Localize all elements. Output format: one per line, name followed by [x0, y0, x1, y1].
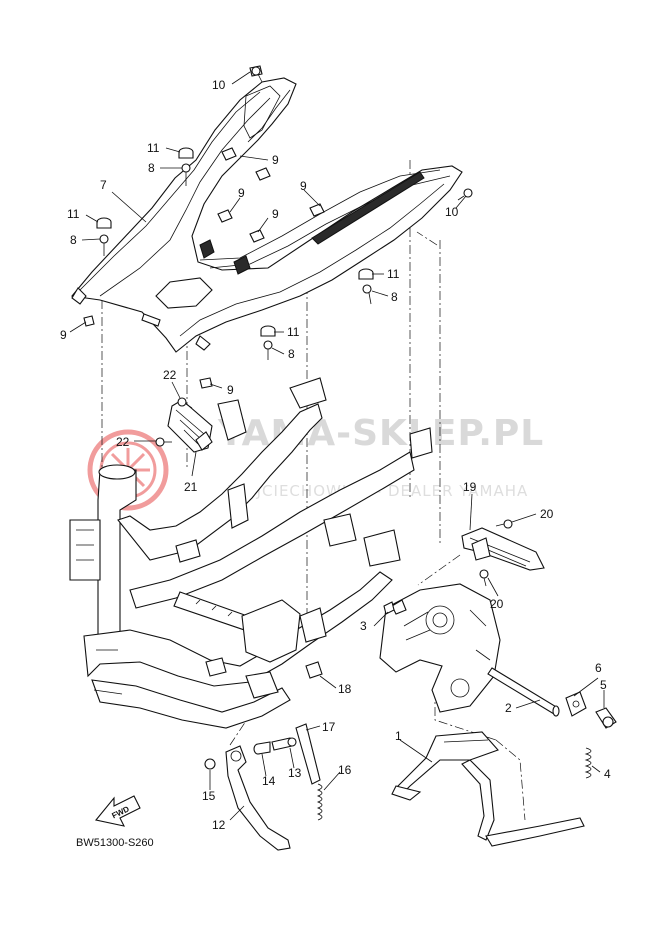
callout-label: 2 — [505, 701, 512, 715]
bolt-icon — [249, 65, 263, 83]
callout-label: 1 — [395, 729, 402, 743]
bolt-part-13 — [271, 737, 297, 751]
fasteners — [83, 65, 473, 389]
callout-label: 9 — [238, 186, 245, 200]
bolt-icon — [457, 188, 473, 201]
callout-label: 16 — [338, 763, 352, 777]
callout-label: 8 — [288, 347, 295, 361]
callout-label: 10 — [212, 78, 226, 92]
bolt-icon — [479, 519, 513, 587]
callout-label: 20 — [540, 507, 554, 521]
spring-part-16 — [316, 783, 323, 821]
grommet-icon — [96, 147, 374, 337]
bolt-part-5 — [595, 707, 617, 729]
spring-hook-part-6 — [565, 691, 587, 717]
forward-direction: FWD — [95, 795, 141, 827]
callout-label: 9 — [272, 207, 279, 221]
footrest-bracket-right-part-19 — [461, 519, 545, 587]
callout-label: 9 — [272, 153, 279, 167]
engine-outline — [379, 583, 501, 713]
stand-rod-part-17 — [295, 723, 321, 785]
callout-label: 20 — [490, 597, 504, 611]
callout-label: 22 — [163, 368, 177, 382]
floor-cover-part-7 — [70, 77, 463, 353]
screw-icon — [99, 163, 372, 360]
callout-label: 18 — [338, 682, 352, 696]
callout-label: 19 — [463, 480, 477, 494]
callout-label: 4 — [604, 767, 611, 781]
collar-part-14 — [253, 741, 271, 755]
callout-label: 17 — [322, 720, 336, 734]
callout-label: 15 — [202, 789, 216, 803]
callout-label: 11 — [287, 325, 300, 339]
callout-label: 21 — [184, 480, 198, 494]
callout-label: 5 — [600, 678, 607, 692]
main-stand-part-1 — [391, 731, 585, 847]
nut-part-15 — [204, 758, 216, 770]
bolt-icon — [155, 397, 193, 447]
callout-label: 8 — [391, 290, 398, 304]
callout-label: 9 — [227, 383, 234, 397]
diagram-code: BW51300-S260 — [76, 837, 154, 849]
callout-label: 8 — [148, 161, 155, 175]
callout-label: 11 — [387, 267, 400, 281]
callout-label: 6 — [595, 661, 602, 675]
callout-label: 22 — [116, 435, 130, 449]
callout-label: 3 — [360, 619, 367, 633]
callout-labels: 10 11 8 9 7 9 9 11 8 9 10 11 8 9 11 8 22… — [60, 78, 611, 832]
callout-label: 12 — [212, 818, 226, 832]
callout-label: 9 — [300, 179, 307, 193]
bracket-part-18 — [305, 661, 323, 679]
callout-leaders — [69, 71, 605, 821]
stand-shaft-part-2 — [487, 667, 560, 717]
main-frame — [69, 377, 433, 729]
callout-label: 11 — [67, 207, 80, 221]
spring-part-4 — [584, 747, 592, 779]
callout-label: 13 — [288, 766, 302, 780]
side-stand-part-12 — [225, 745, 291, 851]
footrest-bracket-left-part-21 — [155, 397, 213, 453]
callout-label: 9 — [60, 328, 67, 342]
callout-label: 11 — [147, 141, 160, 155]
callout-label: 8 — [70, 233, 77, 247]
fwd-arrow-icon — [95, 795, 141, 827]
callout-label: 14 — [262, 774, 276, 788]
callout-label: 10 — [445, 205, 459, 219]
clip-part-3 — [383, 601, 395, 615]
clip-icon — [83, 147, 325, 389]
callout-label: 7 — [100, 178, 107, 192]
